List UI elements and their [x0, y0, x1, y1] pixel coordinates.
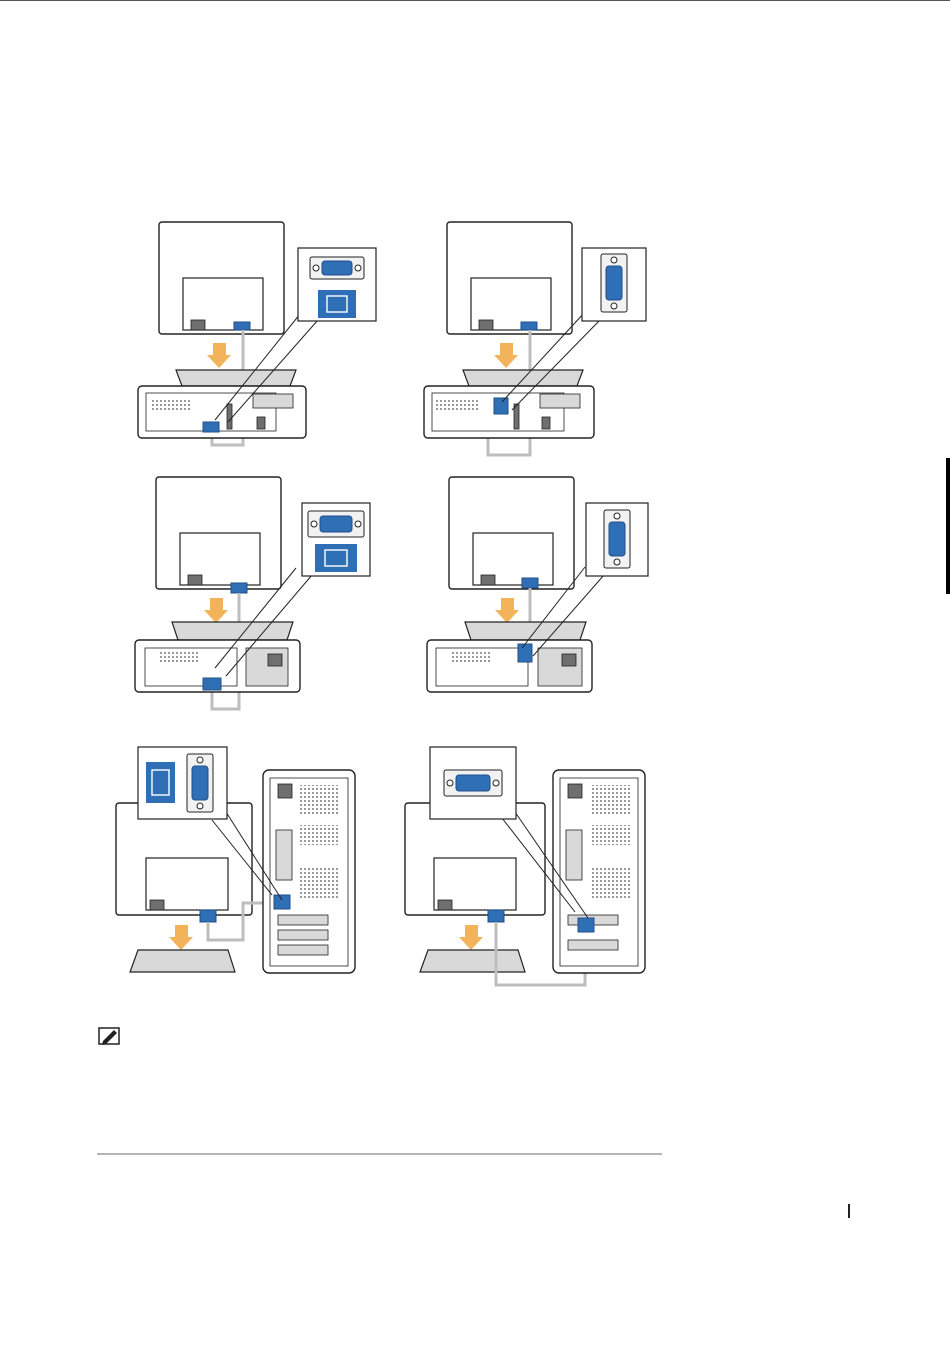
illustration-small-desktop-integrated-vga: [138, 222, 376, 445]
down-arrow-icon: [207, 343, 231, 368]
illustration-tower-card-vga: [405, 747, 645, 985]
computer: [427, 622, 592, 692]
note-text: [130, 1030, 650, 1046]
connector-callout: [138, 747, 227, 819]
monitor-stand: [130, 950, 235, 972]
monitor-port-badge-icon: [315, 544, 357, 572]
vga-connector-icon: [444, 770, 502, 796]
tower: [553, 770, 645, 973]
vga-connector-icon: [604, 510, 630, 568]
connector-callout: [430, 747, 516, 819]
computer: [135, 622, 300, 692]
vga-connector-icon: [310, 257, 364, 279]
computer: [424, 370, 594, 438]
monitor-port-badge-icon: [318, 290, 356, 318]
down-arrow-icon: [495, 598, 519, 623]
monitor: [405, 803, 545, 922]
computer: [138, 370, 306, 438]
illustration-tower-integrated-vga: [116, 747, 355, 973]
pencil-note-icon: [97, 1026, 123, 1046]
monitor: [447, 222, 572, 334]
vga-connector-icon: [308, 511, 364, 537]
monitor-stand: [420, 950, 525, 972]
illustration-desktop-integrated-vga: [135, 477, 370, 709]
illustration-small-desktop-card-vga: [424, 222, 646, 455]
connector-callout: [582, 248, 646, 321]
tower: [263, 770, 355, 973]
page-number-marker: [848, 1204, 850, 1218]
connector-callout: [586, 503, 648, 576]
monitor: [449, 477, 574, 589]
monitor-port-badge-icon: [146, 762, 175, 803]
down-arrow-icon: [459, 925, 483, 950]
illustration-desktop-card-vga: [427, 477, 648, 692]
down-arrow-icon: [169, 925, 193, 950]
connector-callout: [302, 503, 370, 576]
monitor: [156, 477, 281, 593]
vga-connector-icon: [601, 254, 627, 312]
footer-rule: [97, 1153, 662, 1155]
vga-connector-icon: [187, 754, 213, 812]
down-arrow-icon: [204, 598, 228, 623]
down-arrow-icon: [494, 343, 518, 368]
connector-callout: [298, 248, 376, 321]
monitor: [159, 222, 284, 334]
